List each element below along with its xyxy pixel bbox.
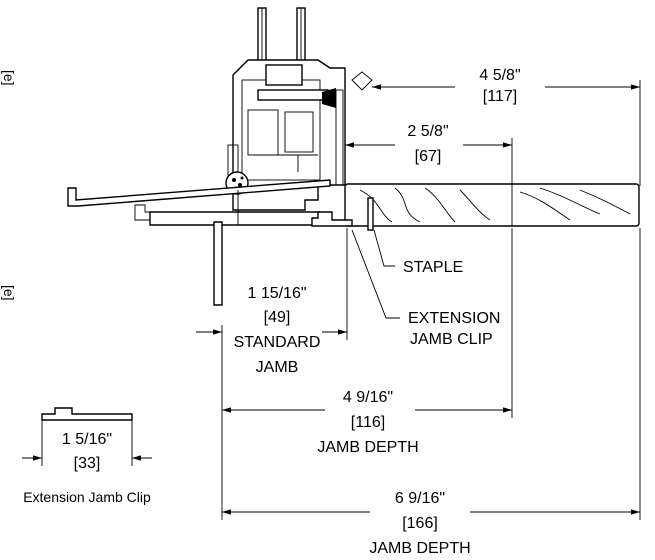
dim-top-inner-metric: [67] [415,148,442,165]
dim-standard-jamb-fraction: 1 15/16" [247,285,306,302]
dim-jamb-depth-1-fraction: 4 9/16" [343,389,393,406]
weather-seal [322,88,336,108]
clip-detail-caption: Extension Jamb Clip [23,489,151,505]
callout-staple: STAPLE [373,229,463,276]
callout-extension-clip: EXTENSION JAMB CLIP [351,229,500,348]
window-frame-profile [227,59,373,211]
dim-top-overall-metric: [117] [483,88,517,105]
edge-mark-bottom: [e] [1,285,17,301]
dim-standard-jamb: 1 15/16" [49] STANDARD JAMB [196,228,348,376]
clip-detail-fraction: 1 5/16" [62,431,112,448]
edge-mark-top: [e] [1,70,17,86]
dim-jamb-depth-2-fraction: 6 9/16" [395,490,445,507]
staple [367,197,374,231]
dim-jamb-depth-1-metric: [116] [351,414,385,431]
sill-nailing-fin [67,179,331,226]
dim-standard-jamb-metric: [49] [264,309,291,326]
dim-top-overall-fraction: 4 5/8" [479,67,520,84]
dim-top-inner-fraction: 2 5/8" [407,123,448,140]
clip-detail-metric: [33] [74,455,101,472]
clip-detail: 1 5/16" [33] Extension Jamb Clip [22,407,152,505]
dim-standard-jamb-line1: STANDARD [234,334,321,351]
dim-jamb-depth-2-metric: [166] [402,515,438,532]
callout-staple-label: STAPLE [403,259,463,276]
dim-top-overall: 4 5/8" [117] [372,62,641,186]
extension-jamb-clip-installed [311,211,353,227]
standard-jamb-leg [213,221,223,306]
dim-jamb-depth-1-label: JAMB DEPTH [317,439,418,456]
callout-extension-clip-line1: EXTENSION [408,310,500,327]
dim-jamb-depth-1: 4 9/16" [116] JAMB DEPTH [221,228,513,456]
dim-jamb-depth-2: 6 9/16" [166] JAMB DEPTH [221,228,641,557]
dim-top-inner: 2 5/8" [67] [345,118,513,186]
dim-jamb-depth-2-label: JAMB DEPTH [369,540,470,557]
dim-standard-jamb-line2: JAMB [256,359,299,376]
extension-jamb-board [344,183,640,227]
callout-extension-clip-line2: JAMB CLIP [410,331,493,348]
